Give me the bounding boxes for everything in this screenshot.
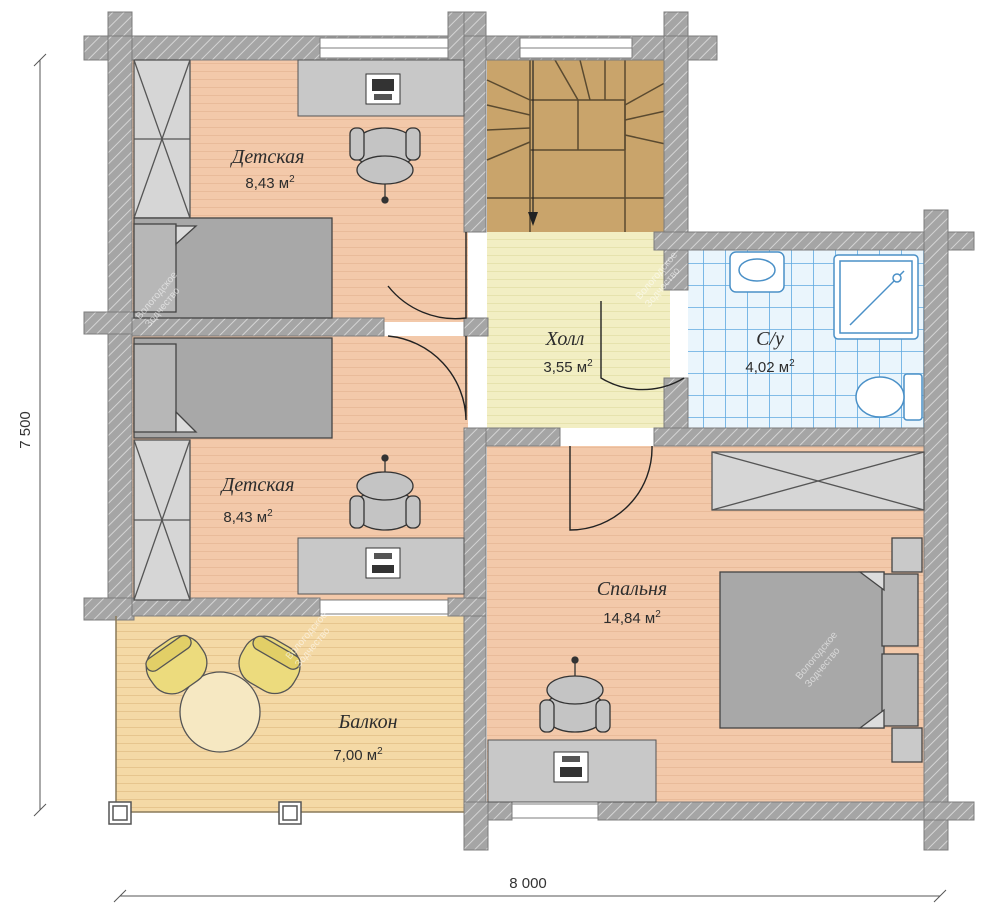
beds: [133, 217, 923, 763]
wardrobes: [133, 59, 925, 601]
balcony-railing: [108, 616, 464, 825]
room-area: 3,55 м2: [543, 358, 593, 376]
room-area: 8,43 м2: [245, 174, 295, 192]
room-name: С/у: [756, 328, 784, 350]
room-labels: Детская 8,43 м2 Детская 8,43 м2 Холл 3,5…: [220, 146, 795, 764]
room-name: Детская: [230, 146, 305, 168]
room-name: Детская: [220, 474, 295, 496]
windows: [319, 37, 633, 819]
room-name: Спальня: [597, 578, 667, 600]
room-area: 8,43 м2: [223, 508, 273, 526]
dimension-lines: [33, 53, 947, 903]
room-area: 14,84 м2: [603, 609, 661, 627]
office-chairs: [349, 127, 611, 733]
stairs: [486, 59, 671, 232]
desks: [297, 59, 657, 803]
room-area: 4,02 м2: [745, 358, 795, 376]
balcony-furniture: [145, 634, 301, 753]
height-dimension: 7 500: [17, 411, 34, 449]
width-dimension: 8 000: [509, 875, 547, 892]
bathroom-fixtures: [729, 251, 923, 421]
walls: [83, 11, 975, 851]
doors: [387, 232, 685, 531]
room-name: Балкон: [337, 711, 397, 733]
room-area: 7,00 м2: [333, 746, 383, 764]
room-name: Холл: [545, 328, 585, 350]
